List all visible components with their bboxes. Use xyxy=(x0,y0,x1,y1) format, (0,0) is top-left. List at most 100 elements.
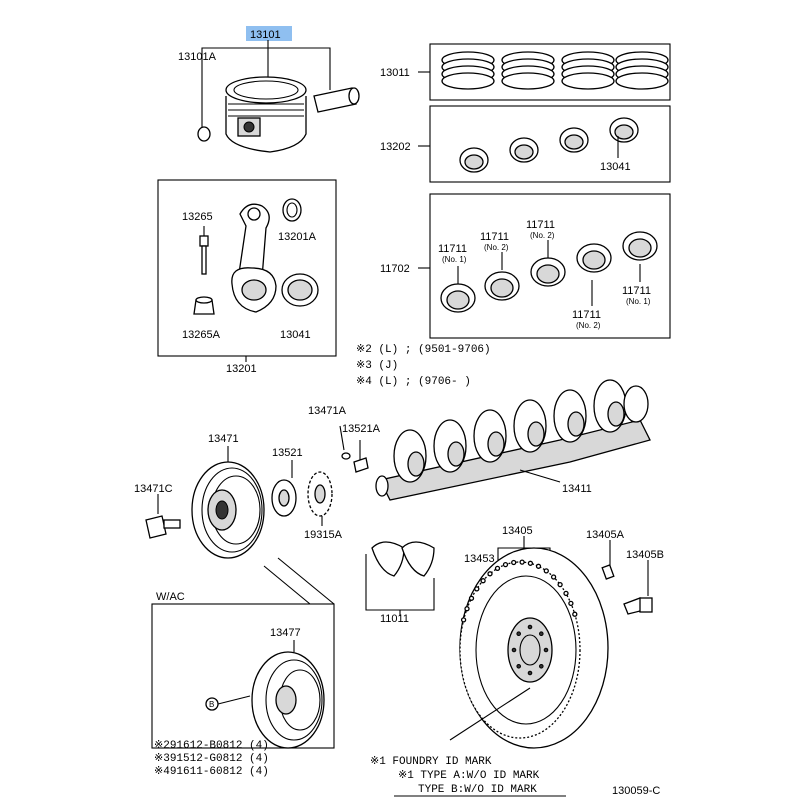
label-13202: 13202 xyxy=(380,141,411,153)
bolt-row-3: ※491611-60812 (4) xyxy=(154,766,269,778)
part-highlight xyxy=(246,26,292,41)
ring-gear-tooth xyxy=(557,581,563,588)
crank-throw xyxy=(433,419,467,473)
label-13265a: 13265A xyxy=(182,329,221,341)
label-bearing-5-num: 11711 xyxy=(622,285,651,297)
label-bearing-1-num: 11711 xyxy=(438,243,467,255)
label-13471a: 13471A xyxy=(308,405,347,417)
pulley-bolt xyxy=(145,494,181,539)
ring-gear-tooth xyxy=(535,563,542,569)
bolt-row-1: ※291612-B0812 (4) xyxy=(154,740,269,752)
label-13405b: 13405B xyxy=(626,549,664,561)
label-13471: 13471 xyxy=(208,433,239,445)
flywheel-bolt-hole xyxy=(516,631,522,637)
crank-throw xyxy=(513,399,547,453)
main-bearing-box xyxy=(418,193,671,339)
label-13201: 13201 xyxy=(226,363,257,375)
piston-ring-set xyxy=(501,51,555,90)
label-11011: 11011 xyxy=(380,613,409,625)
label-wac: W/AC xyxy=(156,591,185,603)
ring-gear-tooth xyxy=(550,574,557,580)
ring-gear-tooth xyxy=(563,590,569,597)
foundry-line-2: TYPE B:W/O ID MARK xyxy=(418,784,537,796)
label-13201a: 13201A xyxy=(278,231,317,243)
ring-gear-tooth xyxy=(543,568,549,574)
rod-bearing-box xyxy=(418,105,671,183)
ring-gear-tooth xyxy=(527,560,534,566)
flywheel-bolt-hole xyxy=(527,624,533,630)
rod-bearing-shell xyxy=(559,127,589,153)
piston-ring-set xyxy=(561,51,615,90)
piston-assembly xyxy=(197,40,360,153)
bolt-row-2: ※391512-G0812 (4) xyxy=(154,753,269,765)
label-19315a: 19315A xyxy=(304,529,343,541)
flywheel-dowel-and-bolt xyxy=(601,540,653,615)
label-13405a: 13405A xyxy=(586,529,625,541)
timing-sprocket xyxy=(271,460,297,517)
flywheel-bolt-hole xyxy=(527,670,533,676)
label-13471c: 13471C xyxy=(134,483,173,495)
flywheel-bolt-hole xyxy=(511,647,517,653)
connecting-rod-assembly xyxy=(157,179,337,362)
flywheel xyxy=(449,536,609,749)
note-4: ※4 (L) ; (9706- ) xyxy=(356,376,471,388)
ring-gear-tooth xyxy=(572,611,578,617)
label-13101: 13101 xyxy=(250,29,281,41)
rod-bearing-shell xyxy=(609,117,639,143)
rod-bearing-shell xyxy=(459,147,489,173)
rod-bearing-shell xyxy=(509,137,539,163)
ring-gear-tooth xyxy=(464,606,470,612)
foundry-title: ※1 FOUNDRY ID MARK xyxy=(370,756,492,768)
label-bearing-4-num: 11711 xyxy=(572,309,601,321)
crank-pulley xyxy=(191,446,265,559)
label-13521a: 13521A xyxy=(342,423,381,435)
crank-throw xyxy=(553,389,587,443)
note-3: ※3 (J) xyxy=(356,360,398,372)
crank-throw xyxy=(393,429,427,483)
label-bearing-2-sub: (No. 2) xyxy=(484,243,509,252)
label-13477: 13477 xyxy=(270,627,301,639)
ring-set-box xyxy=(418,43,671,101)
label-13011: 13011 xyxy=(380,67,410,79)
ring-gear-tooth xyxy=(502,561,509,568)
main-bearing-shell xyxy=(622,231,658,261)
label-bearing-3-num: 11711 xyxy=(526,219,555,231)
flywheel-bolt-hole xyxy=(539,631,544,637)
piston-ring-set xyxy=(615,51,669,90)
flywheel-bolt-hole xyxy=(543,647,549,653)
marker-b: B xyxy=(209,700,214,709)
ring-gear-tooth xyxy=(519,559,525,565)
main-bearing-shell xyxy=(440,283,476,313)
ring-gear-tooth xyxy=(511,559,517,566)
crankshaft xyxy=(375,379,651,501)
label-bearing-3-sub: (No. 2) xyxy=(530,231,555,240)
label-13453: 13453 xyxy=(464,553,495,565)
oil-pump-gear xyxy=(307,471,333,526)
flywheel-bolt-hole xyxy=(539,664,544,669)
ring-gear-tooth xyxy=(460,617,467,623)
main-bearing-shell xyxy=(530,257,566,287)
ring-gear-tooth xyxy=(494,565,501,572)
note-2: ※2 (L) ; (9501-9706) xyxy=(356,344,491,356)
label-bearing-2-num: 11711 xyxy=(480,231,509,243)
piston-ring-set xyxy=(441,51,495,90)
ring-gear-tooth xyxy=(480,578,486,584)
label-13405: 13405 xyxy=(502,525,533,537)
crank-throw xyxy=(473,409,507,463)
label-11702: 11702 xyxy=(380,263,410,275)
crank-flange xyxy=(623,385,649,423)
thrust-washers xyxy=(365,541,435,616)
label-bearing-5-sub: (No. 1) xyxy=(626,297,651,306)
wac-inset xyxy=(151,557,335,749)
ring-gear-tooth xyxy=(487,571,493,577)
label-13521: 13521 xyxy=(272,447,303,459)
main-bearing-shell xyxy=(576,243,612,273)
diagram-code: 130059-C xyxy=(612,785,660,797)
crank-nose xyxy=(375,475,389,497)
flywheel-bolt-hole xyxy=(516,664,522,669)
label-13101a: 13101A xyxy=(178,51,217,63)
crank-throw xyxy=(593,379,627,433)
foundry-line-1: ※1 TYPE A:W/O ID MARK xyxy=(398,770,540,782)
label-13041-rod: 13041 xyxy=(280,329,311,341)
